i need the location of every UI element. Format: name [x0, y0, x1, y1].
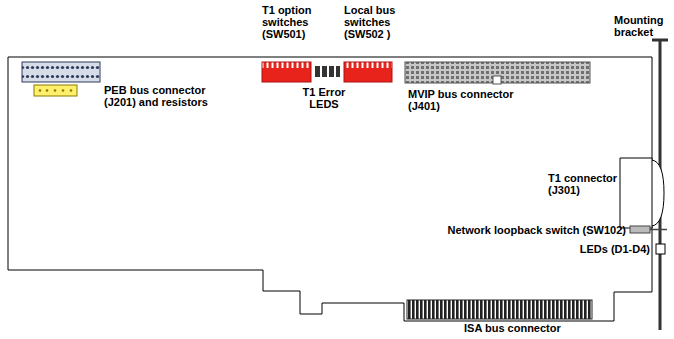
loopback-lever	[650, 229, 667, 231]
t1-connector	[620, 158, 664, 228]
part-label: Network loopback switch (SW102)	[400, 224, 626, 236]
status-leds	[656, 244, 665, 254]
part-label: LEDs (D1-D4)	[560, 243, 650, 255]
t1-error-leds	[315, 66, 340, 77]
part-label: MVIP bus connector (J401)	[408, 88, 538, 112]
isa-connector	[407, 300, 592, 319]
part-label: ISA bus connector	[464, 322, 604, 334]
part-label: T1 Error LEDS	[293, 86, 355, 110]
part-label: Mounting bracket	[614, 14, 672, 38]
part-label: T1 connector (J301)	[548, 172, 618, 196]
mvip-key	[493, 76, 501, 84]
loopback-switch	[630, 226, 650, 233]
resistors	[34, 85, 77, 96]
resistor-dots	[39, 89, 73, 92]
part-label: PEB bus connector (J201) and resistors	[104, 84, 232, 108]
mvip-connector	[405, 62, 590, 83]
peb-connector	[22, 62, 100, 82]
board-outline	[8, 57, 652, 321]
local-bus-switches	[344, 62, 392, 82]
part-label: Local bus switches (SW502 )	[344, 4, 420, 40]
t1-option-switches	[262, 62, 311, 82]
part-label: T1 option switches (SW501)	[262, 4, 340, 40]
